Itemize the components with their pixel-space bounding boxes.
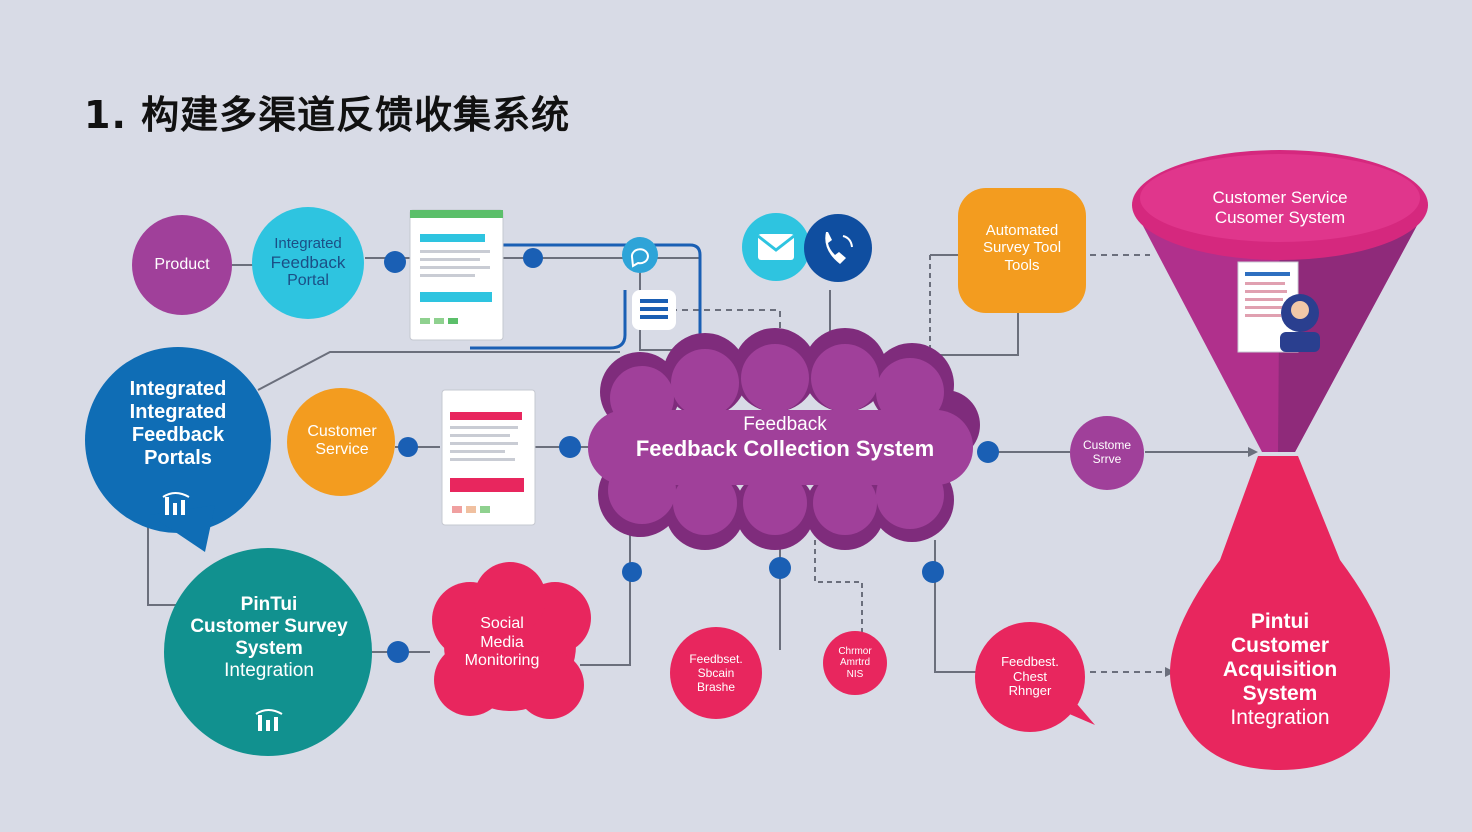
- arrow-head: [1248, 447, 1258, 457]
- feedback-portal-node: [252, 207, 364, 319]
- customer-small-node: [1070, 416, 1144, 490]
- connector-dot: [398, 437, 418, 457]
- customer-service-node: [287, 388, 395, 496]
- bar-chart-icon: [162, 492, 190, 515]
- document-icon: [409, 209, 504, 341]
- connector-dot: [622, 562, 642, 582]
- customer-survey-node: [164, 548, 372, 756]
- page-title: 1. 构建多渠道反馈收集系统: [84, 93, 571, 137]
- arrow-head: [1165, 667, 1175, 677]
- phone-icon: [804, 214, 872, 282]
- connector-dot: [387, 641, 409, 663]
- feedback-chat-label: Feedbest. Chest Rhnger: [1001, 653, 1059, 699]
- funnel-bottom-label: Pintui Customer Acquisition System Integ…: [1222, 609, 1338, 730]
- social-media-label: Social Media Monitoring: [464, 615, 540, 670]
- list-icon: [632, 290, 676, 330]
- agent-icon: [1237, 261, 1320, 353]
- connector-dot: [559, 436, 581, 458]
- mail-icon: [742, 213, 810, 281]
- product-node: [132, 215, 232, 315]
- customer-survey-label: PinTui Customer Survey System Integratio…: [190, 594, 348, 681]
- customer-service-label: Customer Service: [307, 422, 377, 458]
- connector-dots: [384, 248, 999, 663]
- feedback-small-node: [670, 627, 762, 719]
- feedback-portal-label: Integrated Feedback Portal: [270, 235, 346, 290]
- connector-dot: [922, 561, 944, 583]
- chat-icon: [622, 237, 658, 273]
- survey-tool-label: Automated Survey Tool Tools: [982, 222, 1062, 274]
- bar-chart-icon: [255, 709, 283, 731]
- connector-dot: [523, 248, 543, 268]
- feedback-chat-bubble: [975, 622, 1095, 732]
- connector-dot: [769, 557, 791, 579]
- funnel-top-label: Customer Service Cusomer System: [1212, 188, 1348, 227]
- product-label: Product: [154, 255, 210, 273]
- feedback-small-label: Feedbset. Sbcain Brashe: [689, 652, 743, 694]
- social-media-blob: [432, 562, 591, 719]
- customer-small-label: Custome Srrve: [1082, 438, 1132, 466]
- feedback-tiny-label: Chrmor Amrtrd NIS: [838, 645, 872, 680]
- feedback-portals-bubble: [85, 347, 271, 552]
- document-icon: [441, 389, 536, 526]
- connector-dot: [977, 441, 999, 463]
- feedback-portals-label: Integrated Integrated Feedback Portals: [129, 378, 227, 469]
- survey-tool-node: [958, 188, 1086, 313]
- feedback-tiny-node: [823, 631, 887, 695]
- connector-dot: [384, 251, 406, 273]
- blue-connectors: [470, 243, 702, 360]
- feedback-hub-cloud: [588, 328, 980, 550]
- feedback-hub-label: Feedback Feedback Collection System: [635, 414, 935, 462]
